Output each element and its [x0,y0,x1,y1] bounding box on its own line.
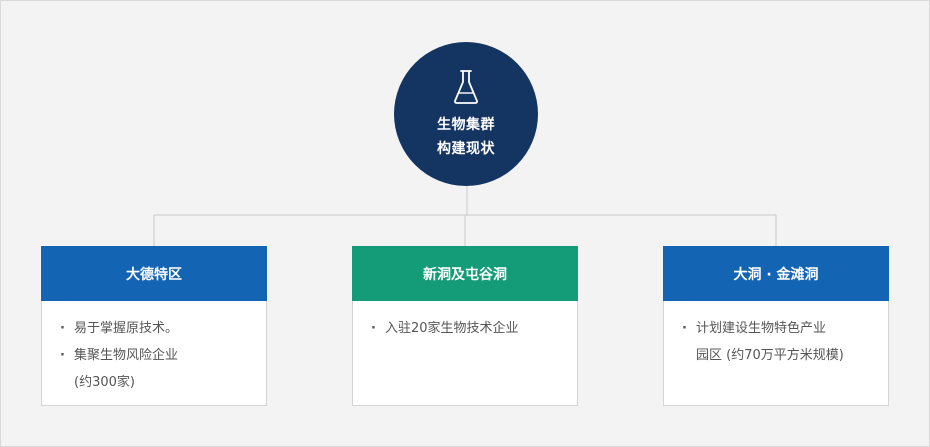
card-list: 计划建设生物特色产业 园区 (约70万平方米规模) [682,315,878,369]
card-title: 新洞及屯谷洞 [423,266,507,283]
card-header: 大洞 · 金滩洞 [663,246,889,301]
card-daedeok: 大德特区 易于掌握原技术。 集聚生物风险企业 (约300家) [41,246,267,406]
list-item: 计划建设生物特色产业 园区 (约70万平方米规模) [682,315,878,369]
list-item: 集聚生物风险企业 (约300家) [60,342,256,396]
card-header: 大德特区 [41,246,267,301]
card-daedong: 大洞 · 金滩洞 计划建设生物特色产业 园区 (约70万平方米规模) [663,246,889,406]
card-title: 大洞 · 金滩洞 [733,266,819,283]
card-list: 入驻20家生物技术企业 [371,315,567,342]
list-item: 易于掌握原技术。 [60,315,256,342]
flask-icon [454,70,478,104]
card-title: 大德特区 [126,266,182,283]
list-item: 入驻20家生物技术企业 [371,315,567,342]
card-sindong: 新洞及屯谷洞 入驻20家生物技术企业 [352,246,578,406]
center-node: 生物集群 构建现状 [394,42,538,186]
center-title-line-2: 构建现状 [437,141,495,157]
center-title-line-1: 生物集群 [437,117,495,133]
card-list: 易于掌握原技术。 集聚生物风险企业 (约300家) [60,315,256,396]
card-header: 新洞及屯谷洞 [352,246,578,301]
